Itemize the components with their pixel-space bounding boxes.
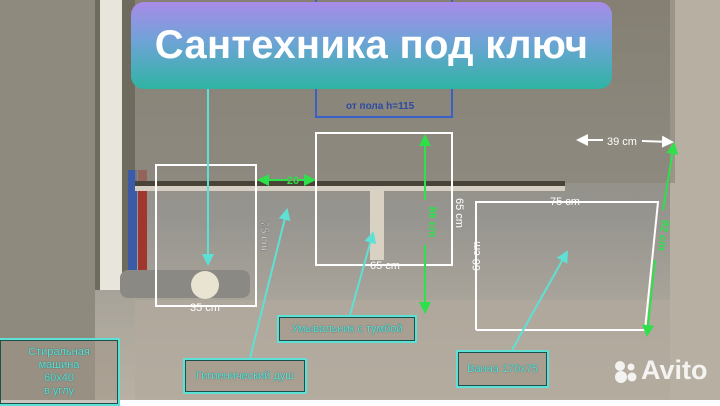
sink-height-label: 65 cm bbox=[453, 198, 465, 228]
bath-riser-arrow-down bbox=[642, 259, 656, 337]
avito-logo-icon bbox=[615, 360, 637, 383]
toilet-width-label: 35 cm bbox=[190, 302, 220, 314]
pointer-bath bbox=[511, 250, 568, 351]
sink-width-label: 65 cm bbox=[370, 260, 400, 272]
bath-width-label: 75 cm bbox=[550, 196, 580, 208]
avito-wordmark: Avito bbox=[641, 355, 708, 385]
page-title: Сантехника под ключ bbox=[154, 23, 589, 67]
label-bath: Ванна 170х75 bbox=[456, 350, 549, 388]
label-sink: Умывальник с тумбой bbox=[277, 315, 417, 343]
bath-height-label: 60 cm bbox=[471, 241, 483, 271]
wall-chase bbox=[135, 181, 565, 186]
washer-line: Стиральная bbox=[28, 346, 90, 358]
washer-line: 60х40 bbox=[44, 372, 74, 384]
water-pipe bbox=[128, 170, 137, 290]
left-wall bbox=[0, 0, 95, 400]
pointer-sink bbox=[349, 231, 377, 316]
offset-arrow-right bbox=[641, 135, 674, 148]
sink-frame bbox=[315, 132, 453, 266]
sewer-pipe bbox=[100, 0, 122, 290]
water-pipe bbox=[138, 170, 147, 290]
avito-watermark: Avito bbox=[612, 355, 708, 386]
right-wall bbox=[670, 0, 720, 400]
toilet-frame bbox=[155, 164, 257, 307]
toilet-outlet bbox=[120, 270, 250, 298]
sink-pipe bbox=[370, 190, 384, 260]
bath-offset-label: 39 cm bbox=[607, 136, 637, 148]
sink-riser-label: 86 cm bbox=[426, 206, 438, 237]
label-hygienic-shower: Гигиенический душ bbox=[183, 358, 307, 394]
outlet-cap bbox=[191, 271, 219, 299]
washer-line: в углу bbox=[43, 385, 75, 397]
height-note: от пола h=115 bbox=[346, 101, 415, 112]
bath-riser-label: 82 cm bbox=[655, 219, 671, 252]
pointer-shower bbox=[249, 208, 291, 359]
label-washing-machine: Стиральная машина 60х40 в углу bbox=[0, 338, 120, 406]
title-banner: Сантехника под ключ bbox=[131, 2, 612, 89]
bath-frame bbox=[475, 201, 660, 331]
toilet-height-label: 75 cm bbox=[258, 221, 270, 251]
gap-label: 20 bbox=[287, 175, 299, 187]
bath-riser-arrow-up bbox=[662, 142, 679, 211]
washer-line: машина bbox=[38, 359, 80, 371]
plaster-band bbox=[135, 186, 565, 191]
